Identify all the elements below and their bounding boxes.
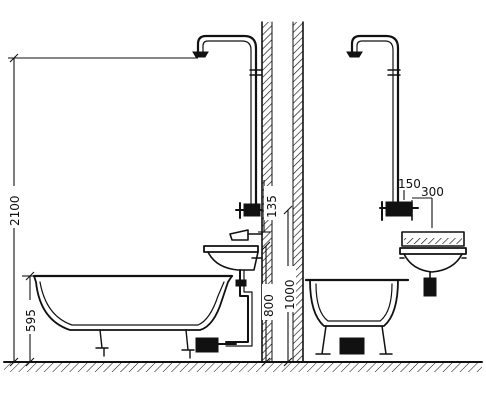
dimension-1000: 1000 — [280, 205, 297, 367]
shower-riser-left — [192, 34, 263, 210]
dimension-135: 135 — [258, 180, 279, 233]
shower-riser-right — [346, 34, 401, 208]
mixer-left — [235, 202, 263, 219]
bathtub-right — [304, 278, 410, 355]
dimension-135-label: 135 — [265, 195, 279, 218]
dimension-595: 595 — [22, 271, 38, 367]
dimension-150: 150 — [397, 177, 421, 200]
wash-basin-right — [399, 231, 467, 297]
dimension-800: 800 — [261, 241, 276, 367]
basin-trap-left — [225, 269, 253, 347]
wash-basin-left — [203, 229, 263, 271]
dimension-2100: 2100 — [6, 53, 198, 367]
dimension-595-label: 595 — [24, 309, 38, 332]
dimension-300-label: 300 — [421, 185, 444, 199]
dimension-2100-label: 2100 — [8, 195, 22, 226]
dimension-300: 300 — [411, 185, 444, 228]
dimension-1000-label: 1000 — [283, 279, 297, 310]
floor — [3, 361, 483, 372]
dimension-800-label: 800 — [262, 294, 276, 317]
bathtub-left — [32, 274, 237, 359]
dimension-150-label: 150 — [398, 177, 421, 191]
